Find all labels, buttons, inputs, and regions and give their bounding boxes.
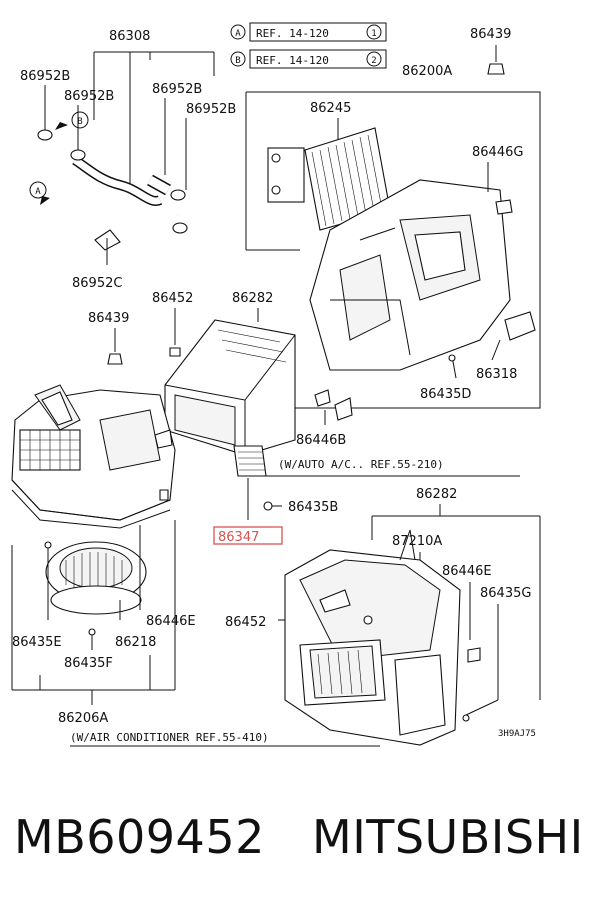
ref-a-text: REF. 14-120 <box>256 27 329 40</box>
ref-legend: A REF. 14-120 1 B REF. 14-120 2 <box>230 22 387 69</box>
label-86952b-3: 86952B <box>152 82 202 97</box>
label-86439-top: 86439 <box>470 27 511 42</box>
label-86952b-2: 86952B <box>64 89 114 104</box>
label-87210a: 87210A <box>392 534 442 549</box>
label-86435g: 86435G <box>480 586 531 601</box>
mid-parts: 86452 86282 86439 86446B (W/AUTO A/C.. R… <box>88 291 520 545</box>
label-86308: 86308 <box>109 29 150 44</box>
part-number: MB609452 <box>14 810 265 864</box>
heater-unit: 86439 86200A 86245 86446G 86318 <box>245 27 541 409</box>
label-86446b: 86446B <box>296 433 346 448</box>
label-86446g: 86446G <box>472 145 523 160</box>
ref-b-key: B <box>235 56 240 66</box>
label-86282-top: 86282 <box>232 291 273 306</box>
evaporator-unit: 86282 87210A 86446E 86435G 86452 3H9AJ75 <box>225 487 541 746</box>
label-86347: 86347 <box>218 530 259 545</box>
label-86206a: 86206A <box>58 711 108 726</box>
ref-a-num: 1 <box>371 29 376 39</box>
ref-b-num: 2 <box>371 56 376 66</box>
label-86435d: 86435D <box>420 387 471 402</box>
arrow-a-marker: A <box>35 187 41 197</box>
highlight-box-86347 <box>213 526 283 545</box>
parts-diagram: A REF. 14-120 1 B REF. 14-120 2 86308 86… <box>11 22 541 747</box>
label-86452-top: 86452 <box>152 291 193 306</box>
label-86435f: 86435F <box>64 656 113 671</box>
brand-name: MITSUBISHI <box>312 810 584 864</box>
diagram-code: 3H9AJ75 <box>498 729 536 739</box>
label-86952b-1: 86952B <box>20 69 70 84</box>
label-86282-bot: 86282 <box>416 487 457 502</box>
ref-b-text: REF. 14-120 <box>256 54 329 67</box>
label-86446e-right: 86446E <box>442 564 492 579</box>
footer: MB609452 MITSUBISHI <box>0 800 600 880</box>
label-86446e-left: 86446E <box>146 614 196 629</box>
label-86435b: 86435B <box>288 500 338 515</box>
arrow-b-marker: B <box>77 117 82 127</box>
ac-note: (W/AIR CONDITIONER REF.55-410) <box>70 731 269 744</box>
auto-ac-note: (W/AUTO A/C.. REF.55-210) <box>278 458 444 471</box>
label-86245: 86245 <box>310 101 351 116</box>
label-86318: 86318 <box>476 367 517 382</box>
hose-assembly: 86308 86952B 86952B 86952B 86952B B A <box>19 29 236 291</box>
label-86435e: 86435E <box>12 635 62 650</box>
label-86439-mid: 86439 <box>88 311 129 326</box>
label-86452-bot: 86452 <box>225 615 266 630</box>
label-86200a: 86200A <box>402 64 452 79</box>
label-86952c: 86952C <box>72 276 122 291</box>
label-86952b-4: 86952B <box>186 102 236 117</box>
ref-a-key: A <box>235 29 241 39</box>
label-86218: 86218 <box>115 635 156 650</box>
blower-unit: 86446E 86435E 86218 86435F 86206A (W/AIR… <box>11 384 380 747</box>
